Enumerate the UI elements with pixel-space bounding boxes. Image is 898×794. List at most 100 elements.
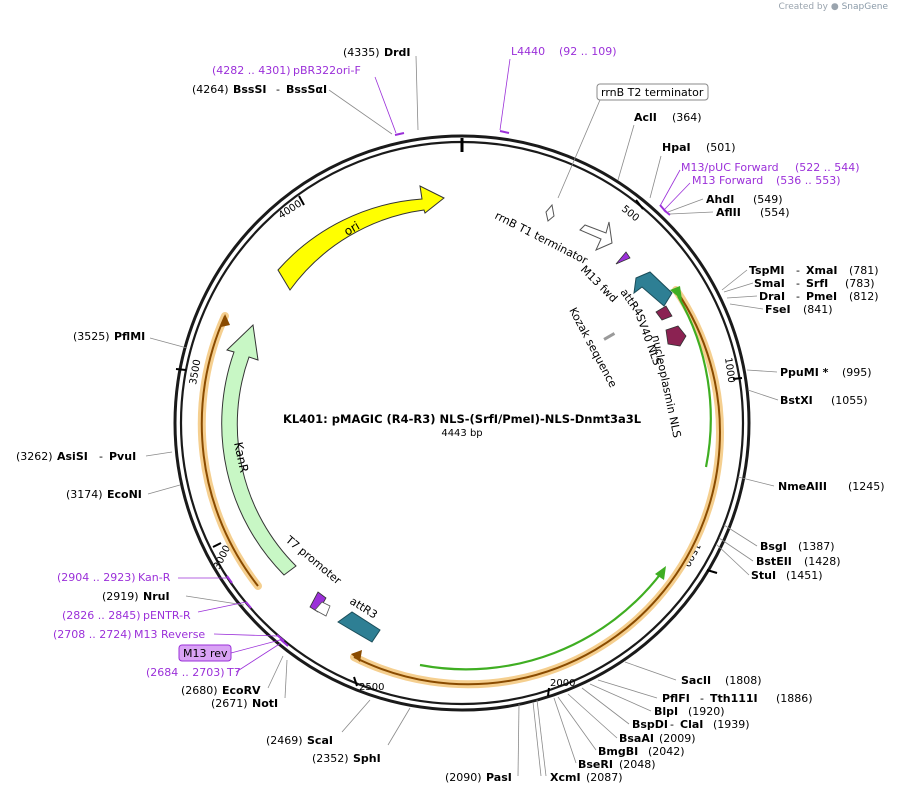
enzyme-xmai: XmaI [806,264,837,277]
snapgene-credit: Created by ● SnapGene [778,2,888,12]
enzyme-noti-pos: (2671) [211,697,248,710]
nucleoplasmin-nls-label: nucleoplasmin NLS [649,334,683,439]
credit-brand: SnapGene [841,2,888,12]
primer-leaders [178,58,691,673]
rrnb-t2-label: rrnB T2 terminator [601,86,704,99]
snapgene-logo-icon: ● [830,2,839,12]
enzyme-labels-right: AclI (364) HpaI (501) AhdI (549) AflII (… [578,111,885,771]
enzyme-bsgi-pos: (1387) [798,540,835,553]
enzyme-tspmi-sep: - [796,264,800,277]
enzyme-smai: SmaI [754,277,785,290]
primer-m13rev-name: M13 Reverse [134,628,205,641]
enzyme-smai-sep: - [796,277,800,290]
enzyme-aflii-pos: (554) [760,206,790,219]
primer-m13rev-range: (2708 .. 2724) [53,628,132,641]
enzyme-bstxi-pos: (1055) [831,394,868,407]
enzyme-acli-pos: (364) [672,111,702,124]
t7-promoter-feature [314,601,331,617]
enzyme-labels-bottom: XcmI (2087) (2090) PasI (2352) SphI (246… [181,684,623,784]
enzyme-clai: ClaI [680,718,703,731]
enzyme-drai-sep: - [796,290,800,303]
enzyme-srfi: SrfI [806,277,828,290]
enzyme-hpai-pos: (501) [706,141,736,154]
enzyme-fsei: FseI [765,303,791,316]
enzyme-bsteii: BstEII [756,555,792,568]
enzyme-nrui-pos: (2919) [102,590,139,603]
enzyme-pasi: PasI [486,771,512,784]
enzyme-pflfi-pos: (1886) [776,692,813,705]
enzyme-econi-pos: (3174) [66,488,103,501]
enzyme-xcmi: XcmI [550,771,581,784]
enzyme-nrui: NruI [143,590,170,603]
enzyme-scai-pos: (2469) [266,734,303,747]
primer-l4440-range: (92 .. 109) [559,45,617,58]
enzyme-scai: ScaI [307,734,333,747]
enzyme-ahdi-pos: (549) [753,193,783,206]
enzyme-fsei-pos: (841) [803,303,833,316]
enzyme-blpi: BlpI [654,705,678,718]
enzyme-sphi-pos: (2352) [312,752,349,765]
m13-fwd-label: M13 fwd [578,263,620,305]
enzyme-drdi-pos: (4335) [343,46,380,59]
attr3-feature [337,611,381,643]
scale-ticks: 500 1000 1500 2000 2500 3000 3500 4000 [175,195,743,697]
enzyme-bspdi: BspDI [632,718,668,731]
enzyme-bsaai-pos: (2009) [659,732,696,745]
enzyme-bsteii-pos: (1428) [804,555,841,568]
enzyme-stui: StuI [751,569,776,582]
primer-pentr-name: pENTR-R [143,609,191,622]
primer-pbr322-name: pBR322ori-F [293,64,361,77]
enzyme-bseri-pos: (2048) [619,758,656,771]
enzyme-sacii: SacII [681,674,711,687]
primer-pbr322-range: (4282 .. 4301) [212,64,291,77]
enzyme-pvui: PvuI [109,450,136,463]
attr4-feature [633,271,673,307]
m13-rev-label: M13 rev [183,647,228,660]
plasmid-size: 4443 bp [441,428,482,439]
enzyme-aflii: AflII [716,206,741,219]
enzyme-bsaai: BsaAI [619,732,654,745]
enzyme-pmei: PmeI [806,290,837,303]
enzyme-drai: DraI [759,290,785,303]
green-arc-head-1 [670,286,682,300]
primer-t7-range: (2684 .. 2703) [146,666,225,679]
kozak-feature [603,332,616,341]
enzyme-acli: AclI [634,111,657,124]
enzyme-labels-left: (2919) NruI (3174) EcoNI (3262) AsiSI - … [16,46,411,603]
kanr-feature [221,323,297,576]
tick-label-1000: 1000 [722,357,736,384]
green-arc-head-2 [655,566,666,580]
enzyme-bmgbi-pos: (2042) [648,745,685,758]
enzyme-bspdi-sep: - [670,718,674,731]
enzyme-drdi: DrdI [384,46,411,59]
primer-m13fwd-range: (536 .. 553) [776,174,841,187]
enzyme-bstxi: BstXI [780,394,813,407]
enzyme-ecorv: EcoRV [222,684,261,697]
nucleoplasmin-nls-feature [665,325,687,347]
primer-pentr-range: (2826 .. 2845) [62,609,141,622]
rrnb-t1-label: rrnB T1 terminator [493,209,591,267]
enzyme-bseri: BseRI [578,758,613,771]
enzyme-ahdi: AhdI [706,193,734,206]
enzyme-econi: EcoNI [107,488,142,501]
sv40-nls-feature [655,305,673,321]
enzyme-stui-pos: (1451) [786,569,823,582]
enzyme-bmgbi: BmgBI [598,745,638,758]
tick-label-2000: 2000 [550,678,575,689]
primer-kanr-range: (2904 .. 2923) [57,571,136,584]
enzyme-asisi-pos: (3262) [16,450,53,463]
orf-arc-head-2 [221,314,230,327]
enzyme-noti: NotI [252,697,278,710]
plasmid-name: KL401: pMAGIC (R4-R3) NLS-(SrfI/PmeI)-NL… [283,412,642,426]
enzyme-xcmi-pos: (2087) [586,771,623,784]
credit-prefix: Created by [778,2,828,12]
primer-marks [226,130,671,647]
enzyme-ecorv-pos: (2680) [181,684,218,697]
m13-fwd-feature [615,251,631,265]
enzyme-bssssai: BssSαI [286,83,327,96]
primer-l4440-name: L4440 [511,45,545,58]
rrnb-t2-feature [545,203,555,222]
enzyme-hpai: HpaI [662,141,691,154]
enzyme-blpi-pos: (1920) [688,705,725,718]
